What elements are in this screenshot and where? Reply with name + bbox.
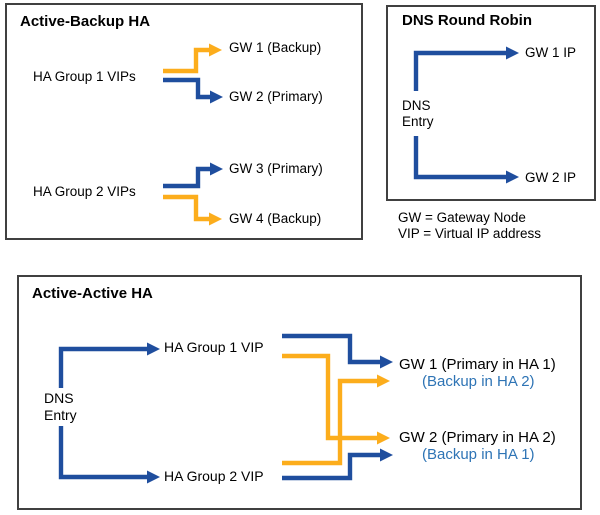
aa-gw2-primary-label: GW 2 (Primary in HA 2) — [399, 429, 556, 446]
gw3-primary-label: GW 3 (Primary) — [229, 161, 323, 176]
gw1-ip-label: GW 1 IP — [525, 45, 577, 60]
dns-entry-line2: Entry — [402, 114, 434, 130]
aa-dns-entry-line1: DNS — [44, 390, 74, 406]
ha-group-1-vips-label: HA Group 1 VIPs — [33, 69, 136, 84]
aa-dns-entry-line2: Entry — [44, 406, 77, 423]
aa-dns-entry-label: DNS Entry — [44, 390, 77, 424]
legend-gw-line: GW = Gateway Node — [398, 210, 526, 225]
active-backup-title: Active-Backup HA — [20, 13, 151, 30]
aa-gw1-backup-label: (Backup in HA 2) — [422, 373, 535, 390]
gw2-primary-label: GW 2 (Primary) — [229, 89, 323, 104]
dns-entry-line1: DNS — [402, 98, 431, 113]
aa-ha-group-2-vip-label: HA Group 2 VIP — [164, 468, 264, 484]
aa-gw1-primary-label: GW 1 (Primary in HA 1) — [399, 356, 556, 373]
gw2-ip-label: GW 2 IP — [525, 170, 577, 185]
active-active-box — [17, 275, 582, 510]
legend-vip-line: VIP = Virtual IP address — [398, 226, 541, 242]
dns-entry-label: DNS Entry — [402, 98, 434, 130]
active-active-title: Active-Active HA — [32, 285, 153, 302]
gw4-backup-label: GW 4 (Backup) — [229, 211, 322, 226]
gw1-backup-label: GW 1 (Backup) — [229, 40, 322, 55]
aa-ha-group-1-vip-label: HA Group 1 VIP — [164, 339, 264, 355]
active-backup-box — [5, 3, 363, 240]
aa-gw2-backup-label: (Backup in HA 1) — [422, 446, 535, 463]
ha-group-2-vips-label: HA Group 2 VIPs — [33, 184, 136, 199]
legend: GW = Gateway Node VIP = Virtual IP addre… — [398, 210, 541, 242]
dns-round-robin-title: DNS Round Robin — [402, 12, 532, 29]
